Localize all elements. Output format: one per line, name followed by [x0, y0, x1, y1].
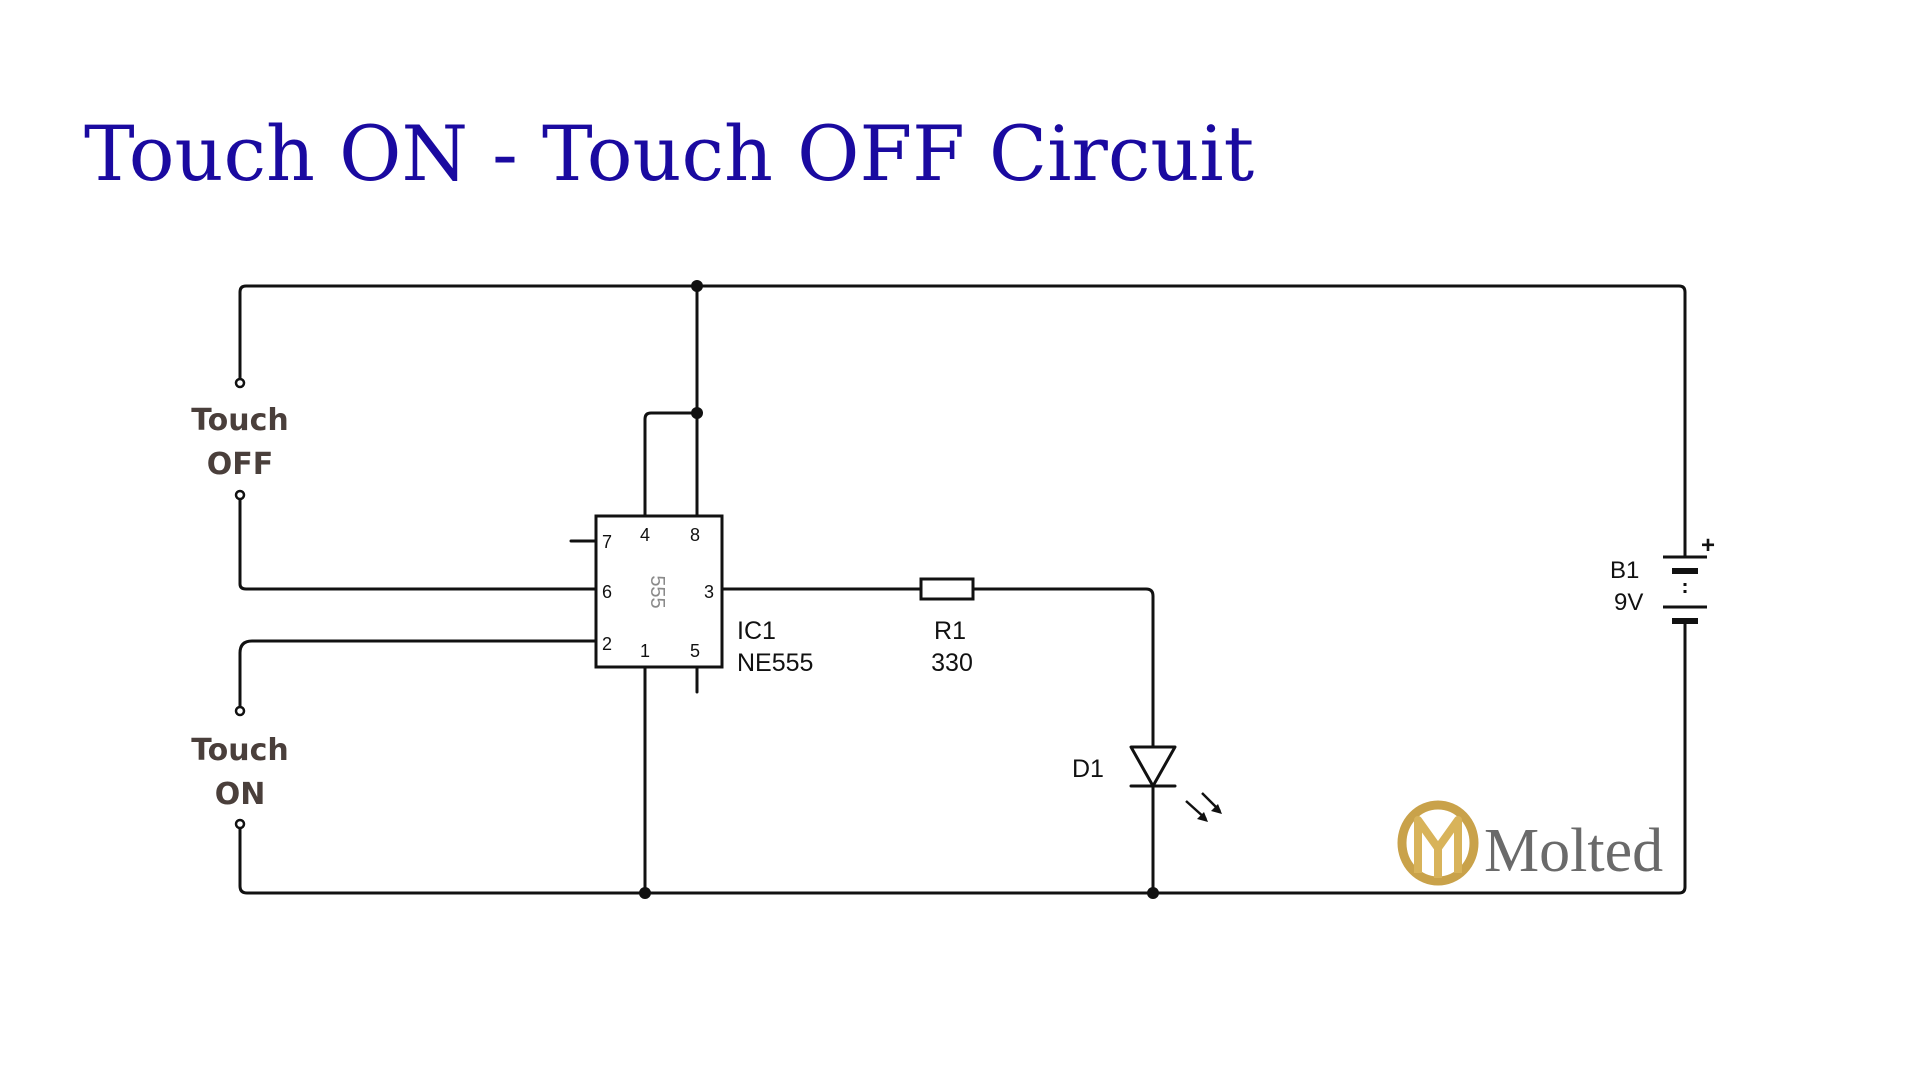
pin-4-label: 4 — [640, 525, 650, 545]
pin-8-label: 8 — [690, 525, 700, 545]
touch-off-terminal-bottom — [234, 489, 246, 501]
bottom-rail-wire — [238, 619, 1687, 895]
resistor-value-label: 330 — [931, 649, 973, 677]
pin-5-label: 5 — [690, 641, 700, 661]
led-ref-label: D1 — [1072, 755, 1104, 783]
touch-on-label-line1: Touch — [191, 733, 289, 768]
touch-off-label-line1: Touch — [191, 403, 289, 438]
led-d1: D1 — [1072, 745, 1222, 822]
resistor-r1: R1 330 — [919, 577, 975, 677]
ic-ref-label: IC1 — [737, 617, 776, 645]
ic-part-label: NE555 — [737, 649, 813, 677]
molted-watermark: Molted — [1397, 800, 1663, 886]
touch-off-terminal-top — [234, 377, 246, 389]
pin6-wire — [238, 493, 598, 591]
pin4-link-wire — [643, 411, 699, 518]
touch-on-terminal-bottom — [234, 818, 246, 830]
touch-on-label-line2: ON — [215, 777, 266, 812]
touch-on-terminal-top — [234, 705, 246, 717]
battery-ref-label: B1 — [1610, 557, 1639, 584]
resistor-body — [919, 577, 975, 601]
pin-2-label: 2 — [602, 634, 612, 654]
junction-dot — [691, 280, 703, 292]
pin-1-label: 1 — [640, 641, 650, 661]
battery-b1: + B1 9V — [1610, 532, 1715, 624]
ic-chip-text: 555 — [646, 575, 668, 608]
junction-dot — [1147, 887, 1159, 899]
touch-on-label: Touch ON — [191, 733, 289, 812]
junctions — [639, 280, 1159, 899]
junction-dot — [691, 407, 703, 419]
battery-gap — [1685, 558, 1687, 620]
pin-3-label: 3 — [704, 582, 714, 602]
pin2-wire — [238, 639, 598, 713]
pin-7-label: 7 — [602, 532, 612, 552]
watermark-text: Molted — [1484, 817, 1663, 885]
touch-off-label: Touch OFF — [191, 403, 289, 482]
resistor-to-led-wire — [971, 587, 1155, 748]
top-rail-wire — [238, 284, 1687, 559]
molted-logo-icon — [1397, 800, 1479, 886]
touch-terminals — [234, 377, 246, 830]
ic-body — [594, 514, 724, 669]
battery-plus-sign: + — [1701, 532, 1715, 559]
ic-555: 7 4 8 6 3 2 1 5 555 IC1 NE555 — [594, 514, 813, 677]
light-emission-arrows-icon — [1185, 792, 1222, 822]
touch-off-label-line2: OFF — [207, 447, 274, 482]
pin-6-label: 6 — [602, 582, 612, 602]
battery-value-label: 9V — [1614, 589, 1643, 616]
page-title: Touch ON - Touch OFF Circuit — [84, 109, 1254, 198]
resistor-ref-label: R1 — [934, 617, 966, 645]
wires — [238, 284, 1687, 895]
led-triangle — [1129, 745, 1177, 788]
junction-dot — [639, 887, 651, 899]
